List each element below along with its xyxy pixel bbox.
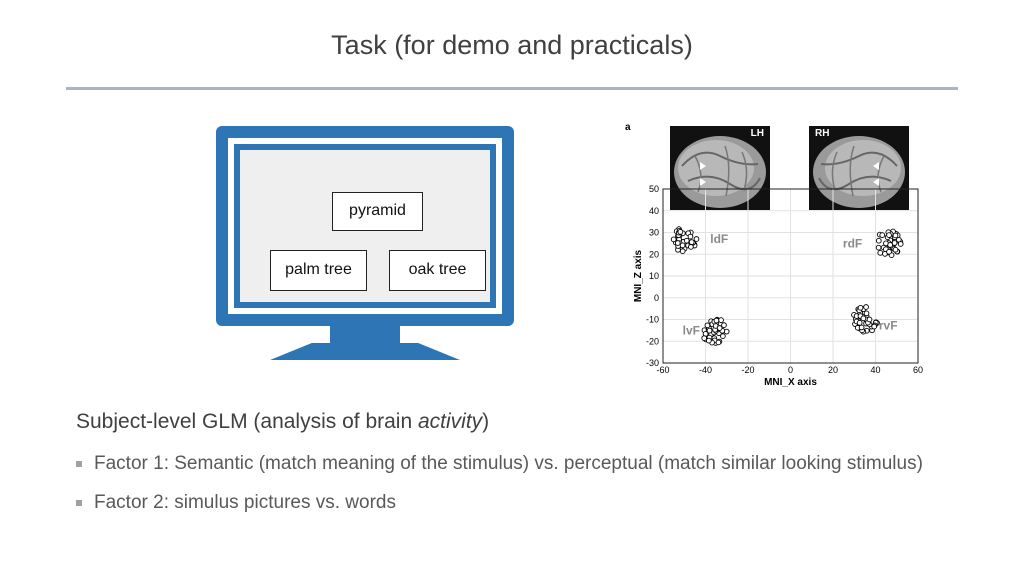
data-point	[886, 232, 892, 238]
data-point	[858, 324, 865, 331]
data-point	[720, 333, 726, 339]
y-tick-label: 50	[649, 184, 659, 194]
word-box-palm-tree: palm tree	[270, 250, 367, 291]
data-point	[693, 236, 700, 242]
y-tick-label: 30	[649, 228, 659, 238]
y-tick-label: -30	[646, 358, 659, 368]
x-tick-label: -40	[699, 365, 712, 375]
data-point	[877, 250, 884, 256]
x-tick-label: -20	[741, 365, 754, 375]
title-divider	[66, 87, 958, 90]
data-point	[715, 339, 722, 346]
data-point	[887, 242, 894, 248]
x-tick-label: -60	[656, 365, 669, 375]
data-point	[871, 323, 878, 330]
plot-frame	[662, 188, 919, 364]
x-tick-label: 0	[788, 365, 793, 375]
data-point	[687, 233, 694, 240]
cluster-label: rvF	[879, 319, 898, 333]
y-tick-label: -20	[646, 336, 659, 346]
word-box-pyramid: pyramid	[332, 192, 423, 231]
data-point	[679, 248, 686, 254]
data-point	[704, 322, 711, 329]
y-tick-label: -10	[646, 315, 659, 325]
y-tick-label: 0	[654, 293, 659, 303]
data-point	[863, 304, 869, 310]
data-point	[716, 325, 723, 331]
data-point	[688, 239, 695, 245]
cluster-label: ldF	[710, 232, 728, 246]
right-hemisphere-image: RH	[809, 126, 909, 210]
data-point	[879, 232, 886, 238]
monitor-screen-frame: pyramid palm tree oak tree	[234, 144, 496, 308]
cluster-label: lvF	[683, 323, 700, 337]
figure-panel-letter: a	[625, 122, 631, 133]
subheading-end: )	[482, 410, 490, 433]
y-axis-label: MNI_Z axis	[633, 249, 644, 302]
data-point	[863, 310, 870, 317]
data-point	[705, 337, 712, 344]
data-point	[892, 232, 899, 239]
data-point	[897, 241, 904, 247]
data-point	[875, 237, 882, 244]
data-point	[857, 304, 864, 311]
data-point	[721, 322, 727, 328]
data-point	[875, 244, 882, 251]
bullet-text: Factor 2: simulus pictures vs. words	[94, 492, 396, 513]
x-tick-label: 60	[913, 365, 923, 375]
data-point	[892, 246, 899, 253]
data-point	[701, 335, 708, 342]
monitor-icon: pyramid palm tree oak tree	[216, 126, 514, 326]
brain-label-rh: RH	[815, 128, 830, 139]
word-box-oak-tree: oak tree	[389, 250, 486, 291]
monitor-neck	[330, 326, 400, 344]
data-point	[670, 236, 677, 243]
bullet-list: Factor 1: Semantic (match meaning of the…	[76, 450, 956, 528]
data-point	[706, 327, 713, 334]
data-point	[866, 316, 873, 323]
slide-title: Task (for demo and practicals)	[331, 30, 693, 60]
monitor-screen: pyramid palm tree oak tree	[240, 150, 490, 302]
section-subheading: Subject-level GLM (analysis of brain act…	[76, 410, 489, 434]
data-point	[718, 317, 724, 323]
brain-label-lh: LH	[750, 128, 764, 139]
bullet-text: Factor 1: Semantic (match meaning of the…	[94, 453, 923, 474]
x-axis-label: MNI_X axis	[764, 377, 817, 388]
data-point	[713, 317, 720, 324]
cluster-label: rdF	[843, 236, 862, 250]
list-item: Factor 1: Semantic (match meaning of the…	[76, 450, 956, 478]
x-tick-label: 20	[828, 365, 838, 375]
subheading-italic: activity	[417, 410, 483, 433]
data-point	[679, 242, 686, 249]
square-bullet-icon	[76, 461, 82, 467]
data-point	[688, 244, 694, 250]
y-tick-label: 40	[649, 206, 659, 216]
x-tick-label: 40	[870, 365, 880, 375]
monitor-base	[270, 343, 460, 360]
y-tick-label: 20	[649, 249, 659, 259]
monitor-screen-border: pyramid palm tree oak tree	[228, 138, 502, 314]
data-point	[683, 237, 690, 244]
list-item: Factor 2: simulus pictures vs. words	[76, 489, 956, 517]
subheading-text: Subject-level GLM (analysis of brain	[76, 410, 418, 433]
data-point	[856, 319, 863, 326]
data-point	[677, 229, 684, 235]
data-point	[886, 248, 892, 255]
y-tick-label: 10	[649, 271, 659, 281]
left-hemisphere-image: LH	[670, 126, 770, 210]
data-point	[860, 315, 867, 322]
data-point	[674, 240, 681, 246]
square-bullet-icon	[76, 500, 82, 506]
